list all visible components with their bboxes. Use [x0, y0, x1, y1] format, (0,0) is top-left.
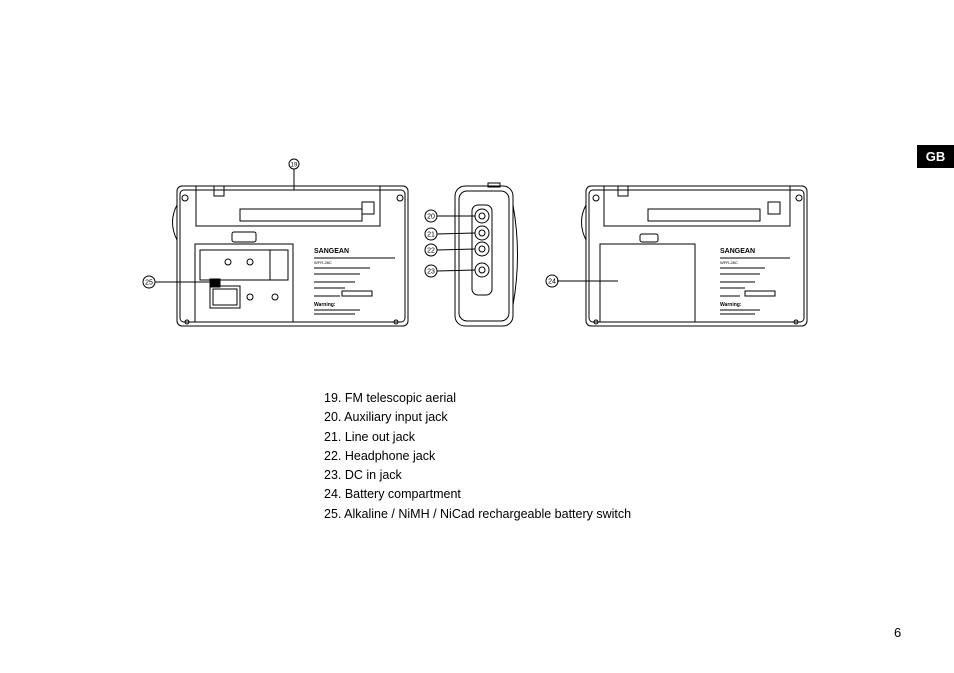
parts-legend: 19. FM telescopic aerial 20. Auxiliary i…: [324, 389, 631, 524]
callout-22: 22: [427, 248, 435, 255]
label-brand-left: SANGEAN: [314, 248, 349, 255]
label-brand-right: SANGEAN: [720, 248, 755, 255]
label-warning-left: Warning:: [314, 302, 336, 308]
radio-rear-side-illustration: SANGEAN WFR-28C Warning: SANGEAN WFR-28C…: [142, 158, 808, 327]
label-model-right: WFR-28C: [720, 260, 738, 265]
callout-19: 19: [291, 163, 298, 169]
label-model-left: WFR-28C: [314, 260, 332, 265]
legend-item-20: 20. Auxiliary input jack: [324, 410, 448, 425]
legend-item-21: 21. Line out jack: [324, 429, 416, 444]
language-tab: GB: [917, 145, 954, 168]
legend-item-23: 23. DC in jack: [324, 468, 402, 483]
legend-item-25: 25. Alkaline / NiMH / NiCad rechargeable…: [324, 506, 632, 521]
callout-23: 23: [427, 269, 435, 276]
callout-24: 24: [548, 279, 556, 286]
label-warning-right: Warning:: [720, 302, 742, 308]
callout-21: 21: [427, 232, 435, 239]
rear-view-closed: [581, 185, 808, 327]
page-number: 6: [894, 625, 902, 640]
legend-item-19: 19. FM telescopic aerial: [324, 391, 457, 405]
legend-item-22: 22. Headphone jack: [324, 448, 436, 463]
rear-view-open: [172, 185, 409, 327]
legend-item-24: 24. Battery compartment: [324, 487, 461, 502]
callout-25: 25: [145, 280, 153, 287]
callout-20: 20: [427, 214, 435, 221]
side-view-jacks: [454, 182, 518, 327]
